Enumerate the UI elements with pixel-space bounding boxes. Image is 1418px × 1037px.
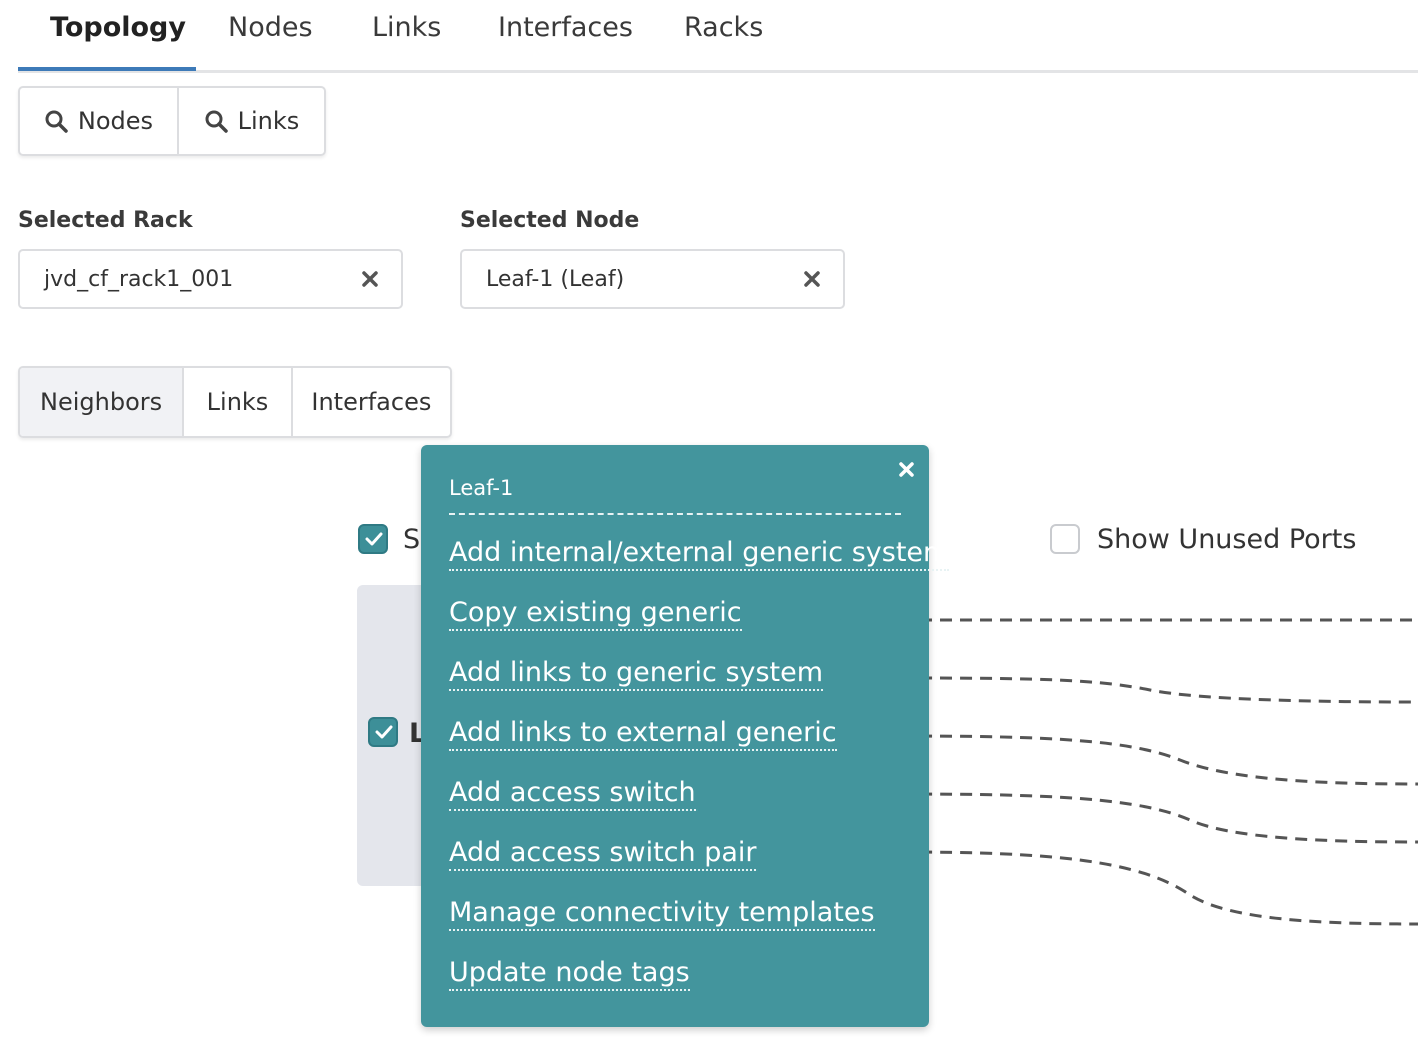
check-icon [365,532,383,546]
main-tabs: Topology Nodes Links Interfaces Racks [18,0,1418,73]
tab-links[interactable]: Links [372,12,442,43]
clear-icon[interactable] [801,268,823,290]
topology-links [900,618,1418,926]
node-checkbox[interactable] [368,717,398,747]
selected-rack-select[interactable]: jvd_cf_rack1_001 [18,249,403,309]
context-menu-divider [449,513,901,515]
search-icon [45,110,68,133]
selected-node-label: Selected Node [460,208,640,233]
search-links-label: Links [237,107,300,135]
menu-item-update-node-tags[interactable]: Update node tags [449,957,690,991]
search-button-group: Nodes Links [18,86,326,156]
tab-topology[interactable]: Topology [50,12,186,43]
menu-item-copy-generic[interactable]: Copy existing generic [449,597,742,631]
subtab-interfaces[interactable]: Interfaces [290,368,450,436]
node-context-menu: Leaf-1 Add internal/external generic sys… [421,445,950,1027]
clear-icon[interactable] [359,268,381,290]
subtab-neighbors[interactable]: Neighbors [20,368,183,436]
menu-item-add-access-switch[interactable]: Add access switch [449,777,696,811]
menu-item-add-generic-system[interactable]: Add internal/external generic system [449,537,950,571]
menu-item-add-links-external[interactable]: Add links to external generic [449,717,837,751]
menu-item-add-links-generic[interactable]: Add links to generic system [449,657,824,691]
show-checkbox[interactable] [358,524,388,554]
tab-racks[interactable]: Racks [684,12,764,43]
search-nodes-button[interactable]: Nodes [20,88,179,154]
menu-item-add-access-switch-pair[interactable]: Add access switch pair [449,837,757,871]
link-line [900,676,1418,704]
link-line [900,734,1418,786]
tab-nodes[interactable]: Nodes [228,12,313,43]
close-icon[interactable] [898,461,915,478]
selected-rack-value: jvd_cf_rack1_001 [44,266,234,292]
link-line [900,792,1418,844]
subtab-links[interactable]: Links [182,368,291,436]
check-icon [375,725,393,739]
show-unused-ports-checkbox[interactable] [1050,524,1080,554]
tab-interfaces[interactable]: Interfaces [498,12,633,43]
selected-node-select[interactable]: Leaf-1 (Leaf) [460,249,845,309]
link-line [900,850,1418,926]
selected-rack-label: Selected Rack [18,208,193,233]
active-tab-indicator [18,67,196,71]
show-checkbox-label: S [403,524,421,555]
search-links-button[interactable]: Links [179,88,324,154]
search-icon [205,110,228,133]
menu-item-manage-connectivity-templates[interactable]: Manage connectivity templates [449,897,875,931]
search-nodes-label: Nodes [77,107,154,135]
selected-node-value: Leaf-1 (Leaf) [486,266,625,292]
show-unused-ports-label: Show Unused Ports [1097,524,1357,555]
view-subtabs: Neighbors Links Interfaces [18,366,452,438]
context-menu-title: Leaf-1 [449,476,514,500]
